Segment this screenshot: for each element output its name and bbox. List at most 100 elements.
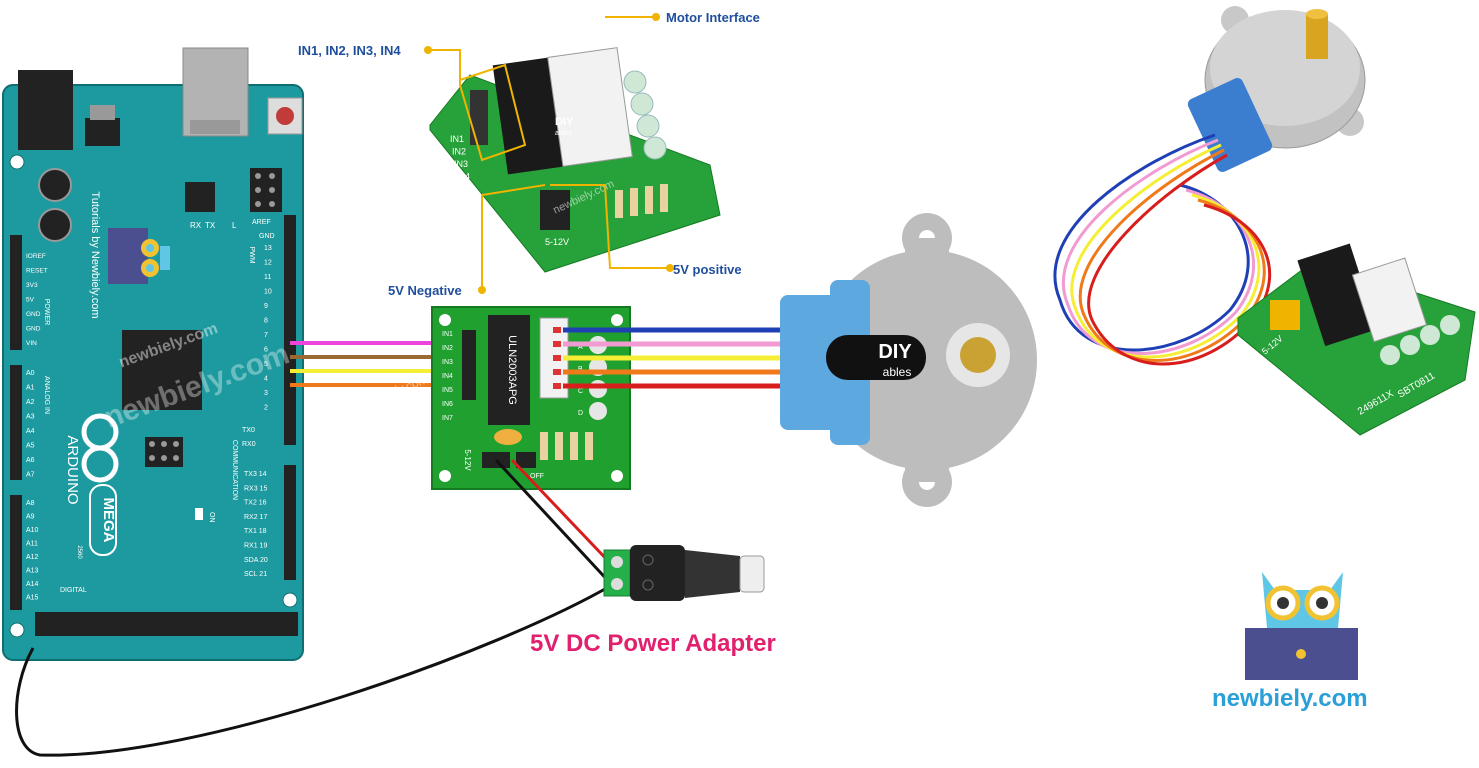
comm-pin-label: RX1 19 — [244, 543, 267, 550]
analog-pin-label: A2 — [26, 399, 35, 406]
power-pin-label: GND — [26, 326, 41, 333]
power-adapter-label: 5V DC Power Adapter — [530, 630, 776, 657]
analog-pin-label: A15 — [26, 595, 39, 602]
comm-pin-label: TX1 18 — [244, 528, 267, 535]
comm-pin-label: SDA 20 — [244, 557, 268, 564]
label-inputs: IN1, IN2, IN3, IN4 — [298, 43, 401, 58]
pwm-pin-label: 5 — [264, 361, 268, 368]
driver-input-label: IN6 — [442, 401, 453, 408]
power-pin-label: RESET — [26, 268, 48, 275]
motor-brand-sub: ables — [883, 365, 912, 379]
photo-input-label: IN2 — [452, 147, 466, 157]
motor-wires — [563, 327, 785, 389]
callout-dot — [478, 286, 486, 294]
motor-photo-cables — [1053, 133, 1272, 366]
inputs-bracket — [428, 49, 527, 162]
photo-supply: 5-12V — [545, 237, 569, 247]
driver-board-photo: DIY ables 5-12V newbiely.com IN1IN2IN3IN… — [429, 47, 721, 273]
driver-input-label: IN4 — [442, 373, 453, 380]
uln2003-driver-board: ULN2003APG 5-12V OFF newbiely.com IN1IN2… — [357, 306, 631, 490]
pwm-section-label: PWM — [248, 246, 255, 263]
comm-pin-label: TX3 14 — [244, 471, 267, 478]
photo-input-label: IN5 — [458, 184, 472, 194]
board-tx-label: TX — [205, 221, 216, 230]
driver-watermark: newbiely.com — [357, 372, 429, 410]
stepper-motor-28byj48: DIY ables — [780, 213, 1037, 507]
comm-pin-label: TX2 16 — [244, 500, 267, 507]
comm-pin-label: RX2 17 — [244, 514, 267, 521]
photo-brand-sub: ables — [555, 130, 572, 137]
power-pin-label: IOREF — [26, 253, 46, 260]
pwm-pin-label: 13 — [264, 245, 272, 252]
power-jack — [18, 70, 73, 150]
newbiely-site-label: newbiely.com — [1212, 685, 1368, 712]
pwm-pin-label: 10 — [264, 289, 272, 296]
board-on-label: ON — [208, 512, 215, 523]
callout-dot — [424, 46, 432, 54]
analog-pin-label: A5 — [26, 443, 35, 450]
wire-black-ground — [15, 583, 613, 757]
pwm-pin-label: 8 — [264, 318, 268, 325]
arduino-mega-board: ARDUINO MEGA 2560 Tutorials by Newbiely.… — [2, 47, 304, 661]
photo-input-label: IN7 — [462, 209, 476, 219]
analog-pin-label: A9 — [26, 514, 35, 521]
analog-pin-label: A14 — [26, 581, 39, 588]
communication-section-label: COMMUNICATION — [231, 440, 238, 500]
analog-pin-label: A8 — [26, 500, 35, 507]
power-pin-label: 5V — [26, 297, 35, 304]
tx0-label: TX0 — [242, 427, 255, 434]
motor-brand: DIY — [878, 341, 912, 363]
driver-input-label: IN2 — [442, 345, 453, 352]
pwm-pin-label: 7 — [264, 332, 268, 339]
dc-power-adapter-jack — [603, 545, 765, 601]
positive-bracket — [550, 184, 670, 269]
driver-input-label: IN3 — [442, 359, 453, 366]
board-tutorial-text: Tutorials by Newbiely.com — [89, 191, 101, 318]
analog-section-label: ANALOG IN — [43, 376, 50, 414]
arduino-infinity-logo — [81, 413, 119, 483]
power-pin-label: VIN — [26, 340, 37, 347]
power-pin-label: 3V3 — [26, 282, 38, 289]
power-wires — [15, 458, 614, 757]
driver-led-label: C — [578, 388, 583, 395]
pwm-pin-label: 3 — [264, 390, 268, 397]
callout-lines — [428, 16, 670, 290]
photo-input-label: IN4 — [456, 172, 470, 182]
analog-pin-label: A0 — [26, 370, 35, 377]
callout-dot — [666, 264, 674, 272]
board-model-number: 2560 — [76, 545, 82, 559]
capacitor — [38, 208, 72, 242]
analog-pin-label: A11 — [26, 541, 38, 548]
pin-labels: IOREFRESET3V35VGNDGNDVINA0A1A2A3A4A5A6A7… — [26, 245, 272, 602]
stepper-motor-photo — [1187, 6, 1366, 172]
microcontroller-chip — [122, 330, 202, 410]
analog-pin-label: A1 — [26, 385, 35, 392]
photo-brand: DIY — [555, 116, 574, 128]
driver-supply-label: 5-12V — [463, 449, 472, 471]
callout-dot — [652, 13, 660, 21]
photo-input-label: IN6 — [460, 197, 474, 207]
driver-led-label: A — [578, 344, 583, 351]
board-brand: ARDUINO — [64, 435, 81, 504]
gnd-label: GND — [259, 233, 275, 240]
newbiely-owl-logo — [1245, 572, 1358, 680]
pwm-pin-label: 12 — [264, 260, 272, 267]
label-5v-positive: 5V positive — [673, 262, 742, 277]
chip-label: ULN2003APG — [506, 335, 518, 405]
pwm-pin-label: 9 — [264, 303, 268, 310]
label-motor-interface: Motor Interface — [666, 10, 760, 25]
pwm-pin-label: 6 — [264, 347, 268, 354]
negative-bracket — [481, 184, 546, 290]
uln2003-chip — [488, 315, 530, 425]
driver-input-label: IN7 — [442, 415, 453, 422]
comm-pin-label: SCL 21 — [244, 571, 267, 578]
analog-pin-label: A13 — [26, 568, 39, 575]
power-pin-label: GND — [26, 311, 41, 318]
board-l-label: L — [232, 221, 237, 230]
rx0-label: RX0 — [242, 441, 256, 448]
driver-input-label: IN1 — [442, 331, 453, 338]
pwm-pin-label: 4 — [264, 376, 268, 383]
